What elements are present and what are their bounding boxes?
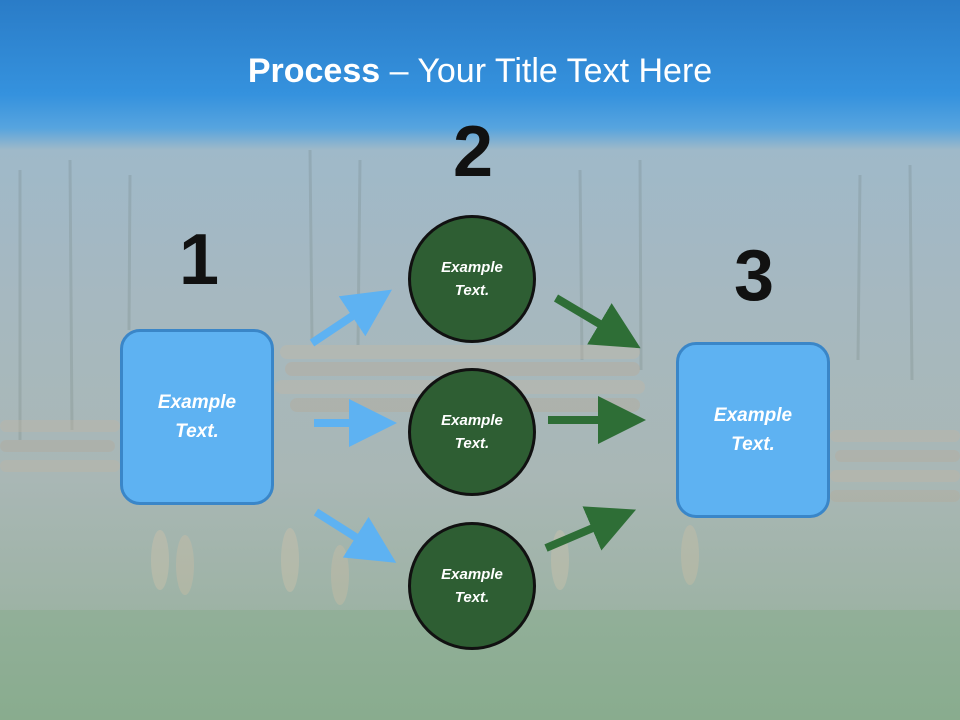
step-1-box: Example Text. (120, 329, 274, 505)
step-2-circle-middle: Example Text. (408, 368, 536, 496)
step-number-2: 2 (452, 112, 494, 192)
step-2-circle-bottom: Example Text. (408, 522, 536, 650)
step-2-circle-top: Example Text. (408, 215, 536, 343)
step-2-circle-top-text: Example Text. (441, 259, 503, 299)
step-number-3: 3 (733, 236, 775, 316)
arrow-blue-up (309, 289, 392, 347)
step-3-box: Example Text. (676, 342, 830, 518)
arrow-green-down (553, 294, 641, 349)
page-title: Process – Your Title Text Here (0, 52, 960, 91)
arrow-blue-down (313, 508, 397, 563)
step-3-text: Example Text. (713, 405, 793, 455)
step-2-circle-middle-text: Example Text. (441, 412, 503, 452)
title-rest: – Your Title Text Here (380, 52, 713, 90)
title-bold: Process (247, 52, 381, 90)
step-number-1: 1 (178, 220, 220, 300)
step-1-text: Example Text. (157, 392, 237, 442)
step-2-circle-bottom-text: Example Text. (441, 566, 503, 606)
arrow-green-up (544, 506, 637, 552)
